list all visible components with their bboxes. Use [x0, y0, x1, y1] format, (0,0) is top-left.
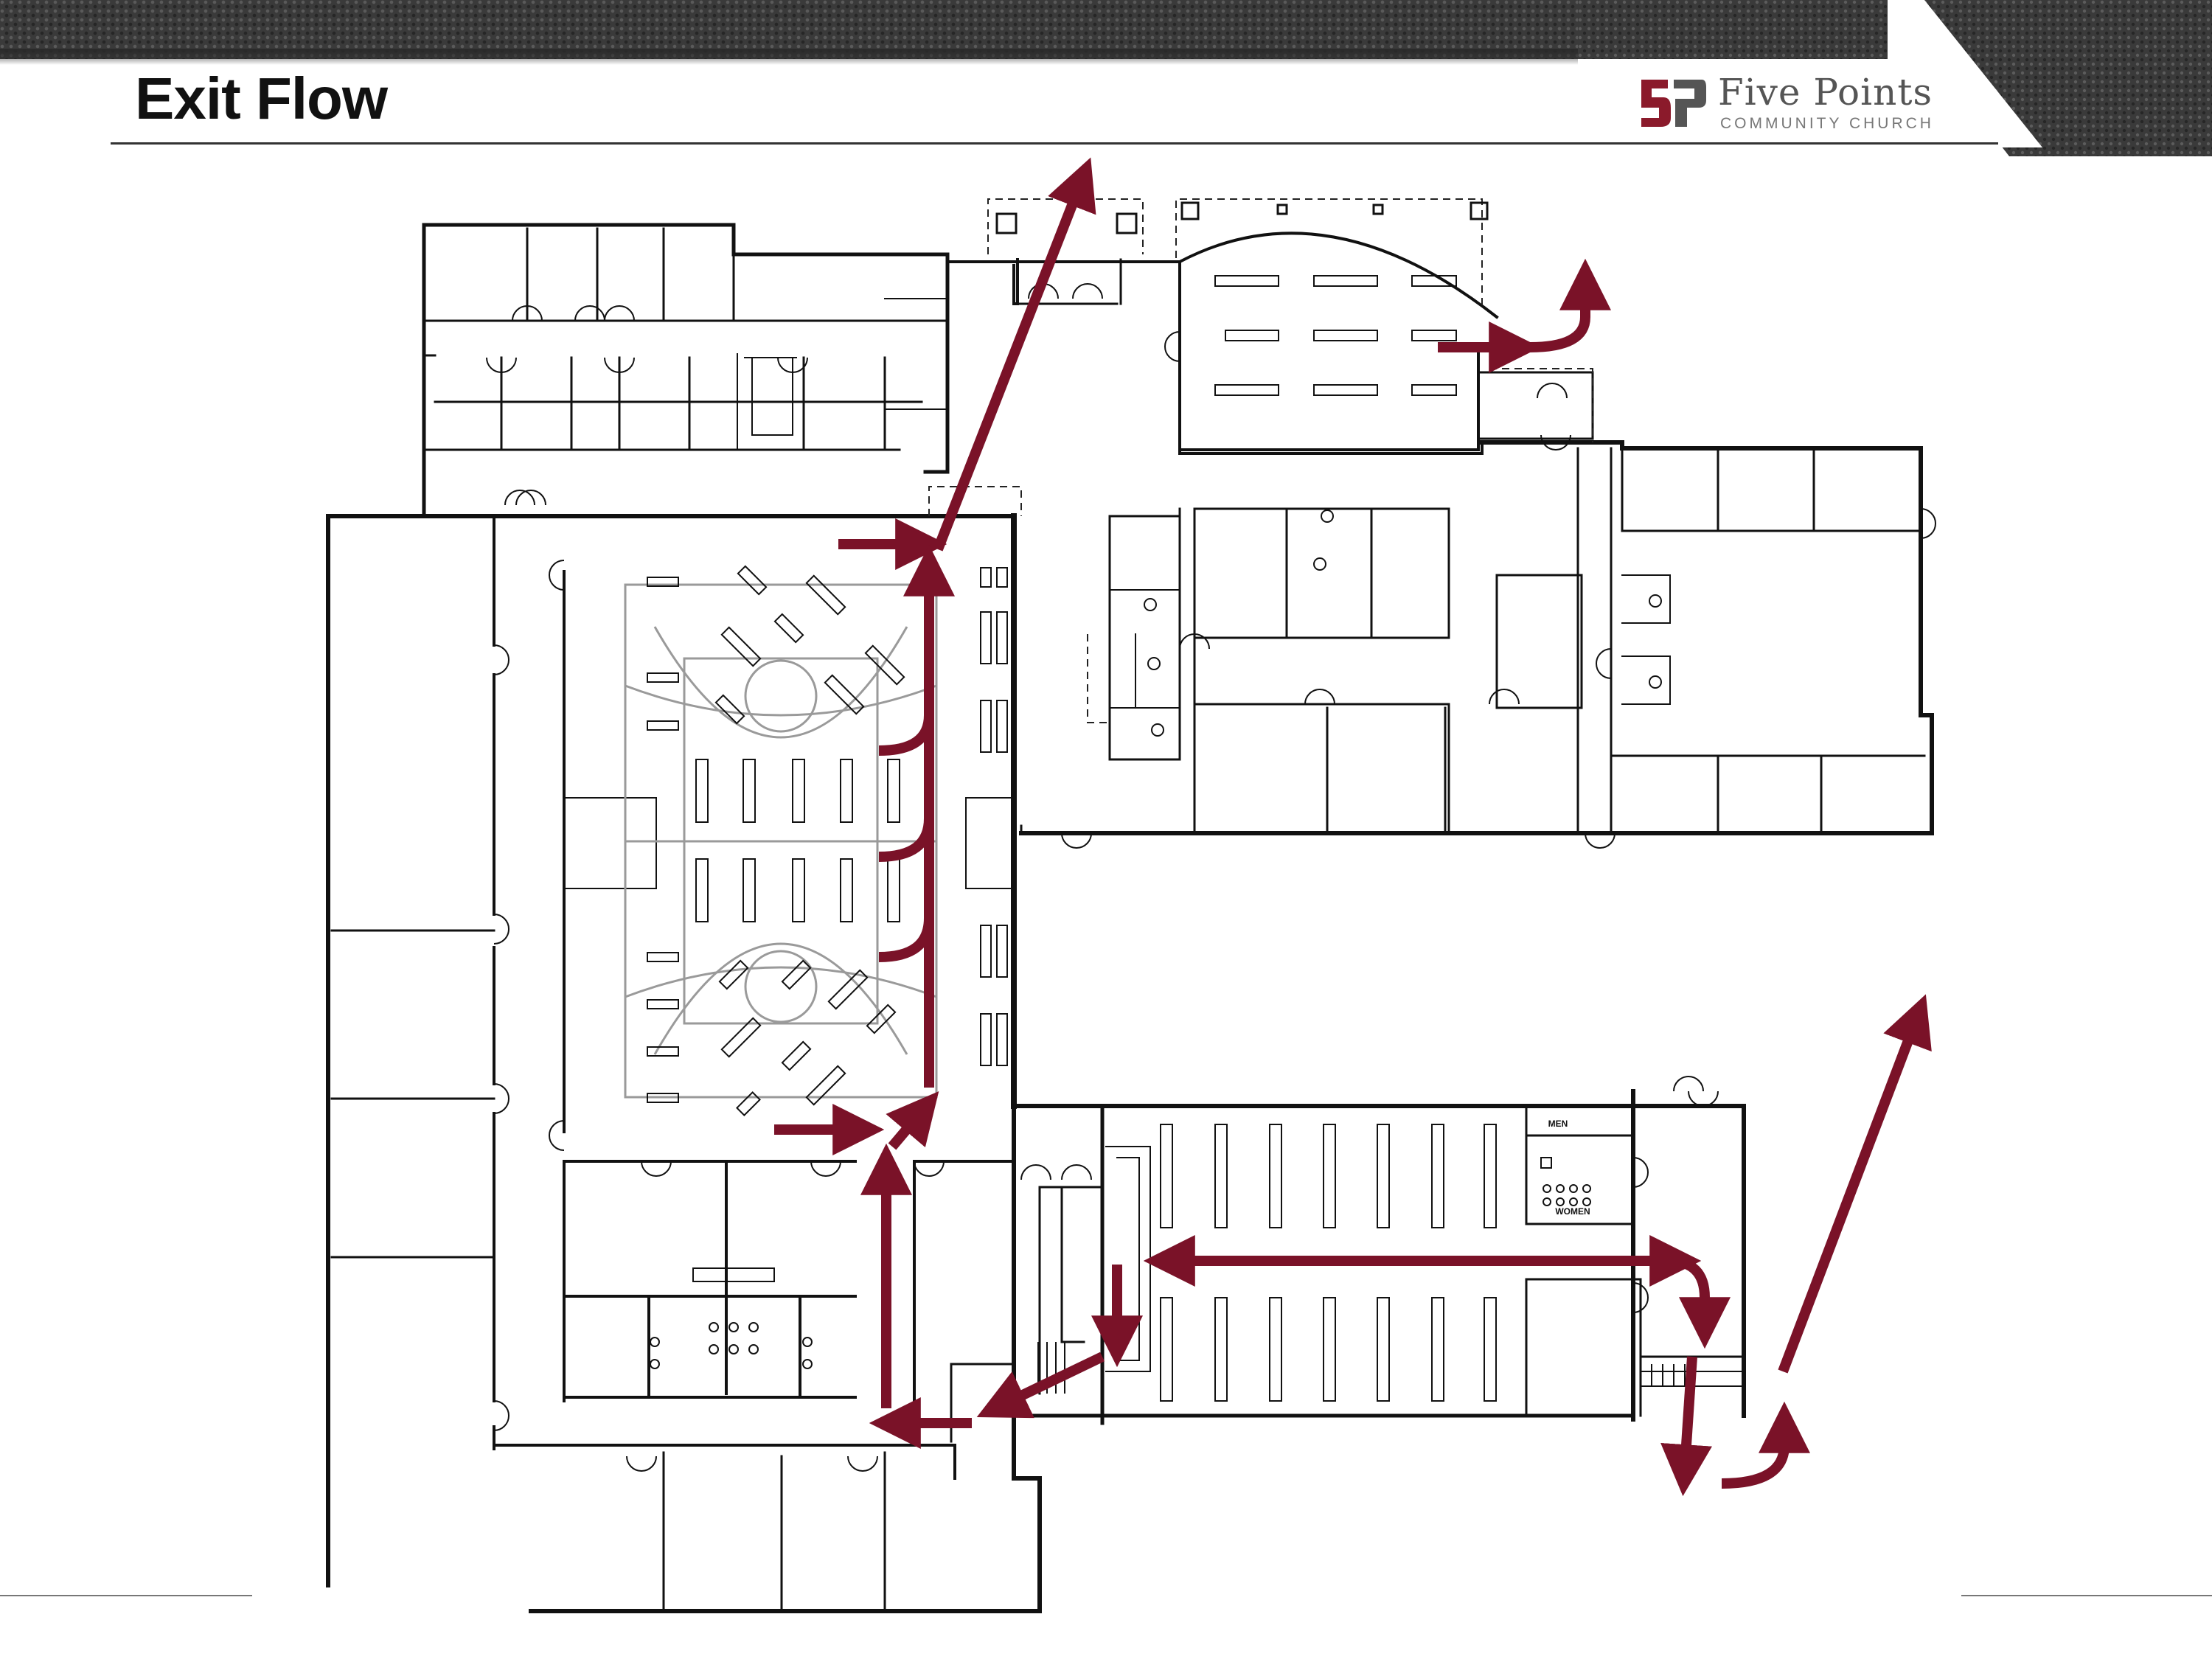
footer-rule-left	[0, 1595, 252, 1596]
exit-arrow-icon	[933, 157, 1096, 552]
exit-arrow-icon	[1778, 994, 1932, 1374]
basketball-court	[624, 583, 938, 1099]
page-title: Exit Flow	[135, 66, 388, 131]
footer-rule-right	[1961, 1595, 2212, 1596]
title-divider	[111, 142, 1998, 145]
exit-arrow-icon	[878, 917, 934, 962]
door-swings	[486, 283, 1936, 1472]
dashed-outlines	[928, 198, 1593, 723]
exit-arrow-icon	[1529, 258, 1611, 352]
restroom-fixtures	[650, 509, 1662, 1369]
exit-arrow-icon	[976, 1352, 1105, 1419]
pillars	[995, 201, 1489, 234]
exit-arrow-icon	[1660, 1356, 1712, 1497]
five-points-logo-icon	[1641, 80, 1706, 127]
seating-rows	[647, 275, 1457, 1103]
exit-arrows	[774, 157, 1932, 1497]
exit-arrow-icon	[886, 1091, 939, 1150]
building-walls	[326, 223, 1934, 1613]
exit-arrow-icon	[1667, 1256, 1731, 1349]
men-label: MEN	[1548, 1119, 1568, 1129]
exit-arrow-icon	[878, 818, 934, 862]
logo-banner-wedge	[1578, 0, 2212, 156]
women-label: WOMEN	[1555, 1206, 1590, 1217]
exit-arrow-icon	[1721, 1401, 1810, 1489]
angled-seating	[714, 565, 905, 1116]
logo-name: Five Points	[1718, 71, 1933, 114]
logo-subtitle: COMMUNITY CHURCH	[1720, 115, 1934, 132]
exit-arrow-icon	[878, 714, 934, 756]
se-seating-rows	[1037, 1124, 1686, 1402]
